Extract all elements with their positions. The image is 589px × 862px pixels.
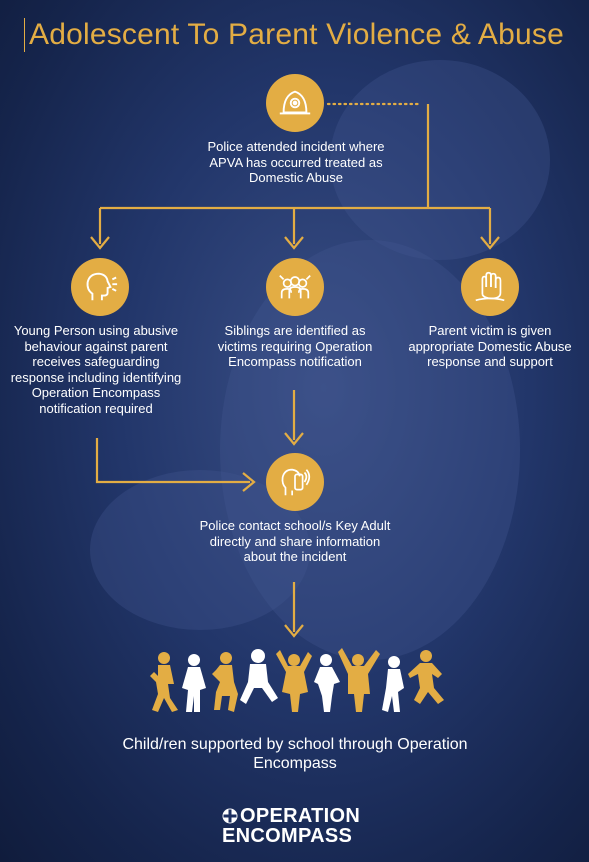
young-person-to-police-contact <box>95 438 250 484</box>
child-figure-6 <box>314 654 340 712</box>
logo-compass-icon <box>222 808 238 824</box>
arrow-children-down <box>284 624 304 638</box>
arrow-middle <box>284 236 304 250</box>
child-figure-7 <box>338 648 380 712</box>
child-figure-2 <box>182 654 206 712</box>
child-figure-9 <box>408 650 444 704</box>
logo-line-2: ENCOMPASS <box>222 825 353 847</box>
step-police-contact: Police contact school/s Key Adult direct… <box>199 518 391 564</box>
child-figure-4 <box>240 649 278 704</box>
step-police-attended: Police attended incident where APVA has … <box>207 139 385 185</box>
page-title: Adolescent To Parent Violence & Abuse <box>24 18 564 52</box>
arrow-siblings-down <box>284 432 304 446</box>
child-figure-5 <box>276 650 312 712</box>
logo-line-1: OPERATION <box>240 805 361 827</box>
child-figure-8 <box>382 656 404 712</box>
child-figure-3 <box>212 652 238 712</box>
step-siblings: Siblings are identified as victims requi… <box>217 323 373 369</box>
step-young-person: Young Person using abusive behaviour aga… <box>10 323 182 416</box>
police-helmet-icon <box>266 74 324 132</box>
raised-hand-icon <box>461 258 519 316</box>
background-bear-body <box>220 240 520 660</box>
arrow-to-police-contact <box>242 472 256 492</box>
arrow-left <box>90 236 110 250</box>
step-parent-victim: Parent victim is given appropriate Domes… <box>408 323 572 369</box>
child-figure-1 <box>150 652 178 712</box>
children-jumping-icon <box>150 648 444 712</box>
arrow-right <box>480 236 500 250</box>
background-bear-head <box>330 60 550 260</box>
speaking-head-icon <box>71 258 129 316</box>
phone-call-icon <box>266 453 324 511</box>
operation-encompass-logo: OPERATION ENCOMPASS <box>222 806 372 846</box>
siblings-group-icon <box>266 258 324 316</box>
final-outcome-text: Child/ren supported by school through Op… <box>122 736 468 772</box>
